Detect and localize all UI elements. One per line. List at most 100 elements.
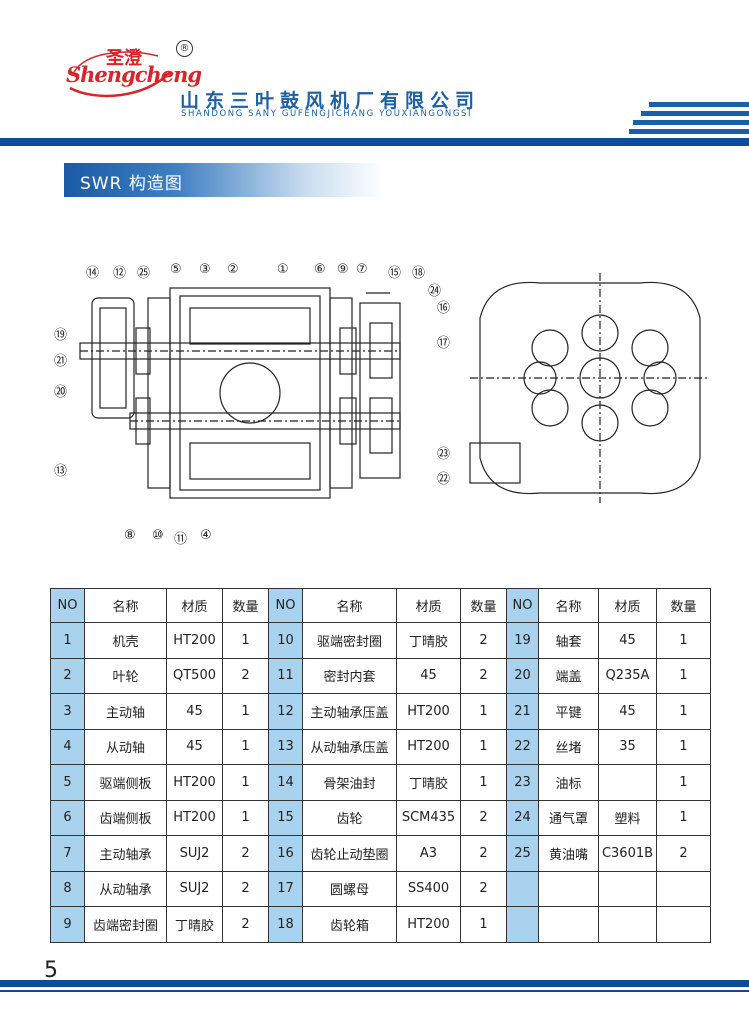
cell-name: 油标 — [538, 764, 599, 801]
cell-quantity: 2 — [222, 870, 269, 907]
cell-material: Q235A — [598, 657, 657, 694]
cell-material: HT200 — [166, 622, 223, 659]
header-material: 材质 — [166, 588, 223, 623]
cell-no: 13 — [268, 728, 303, 765]
cell-no: 4 — [50, 728, 85, 765]
cell-name: 密封内套 — [302, 657, 397, 694]
cell-name: 齿轮箱 — [302, 906, 397, 943]
cell-name: 丝堵 — [538, 728, 599, 765]
cell-quantity: 2 — [222, 906, 269, 943]
cell-no: 1 — [50, 622, 85, 659]
cell-no: 6 — [50, 799, 85, 836]
cell-no: 2 — [50, 657, 85, 694]
cell-material: 丁晴胶 — [396, 764, 461, 801]
section-title-bar — [64, 163, 384, 197]
header-material: 材质 — [396, 588, 461, 623]
cell-name: 骨架油封 — [302, 764, 397, 801]
cell-name: 驱端密封圈 — [302, 622, 397, 659]
header-quantity: 数量 — [460, 588, 507, 623]
cell-name: 端盖 — [538, 657, 599, 694]
cell-no: 25 — [506, 835, 539, 872]
company-logo: 圣澄 Shengcheng — [66, 42, 202, 104]
blower-structure-drawing — [79, 273, 710, 503]
table-header-row: NO 名称 材质 数量 NO 名称 材质 数量 NO 名称 材质 数量 — [50, 588, 711, 623]
cell-material: 45 — [396, 657, 461, 694]
cell-material: 45 — [598, 622, 657, 659]
cell-material: HT200 — [396, 906, 461, 943]
cell-quantity: 1 — [656, 693, 711, 730]
cell-material: SUJ2 — [166, 870, 223, 907]
cell-no: 3 — [50, 693, 85, 730]
cell-no: 15 — [268, 799, 303, 836]
cell-no: 7 — [50, 835, 85, 872]
cell-name: 机壳 — [84, 622, 167, 659]
cell-name: 齿轮止动垫圈 — [302, 835, 397, 872]
cell-no — [506, 870, 539, 907]
cell-no: 23 — [506, 764, 539, 801]
cell-no: 18 — [268, 906, 303, 943]
cell-name: 齿轮 — [302, 799, 397, 836]
logo-script-text: Shengcheng — [66, 62, 202, 87]
cell-quantity: 1 — [656, 657, 711, 694]
cell-quantity — [656, 870, 711, 907]
cell-material: 45 — [166, 693, 223, 730]
cell-name: 从动轴 — [84, 728, 167, 765]
cell-name: 主动轴 — [84, 693, 167, 730]
cell-name: 从动轴承压盖 — [302, 728, 397, 765]
cell-name — [538, 906, 599, 943]
registered-mark: ® — [176, 40, 193, 57]
cell-material: SUJ2 — [166, 835, 223, 872]
header-no: NO — [268, 588, 303, 623]
logo-swoosh-icon — [69, 51, 171, 98]
cell-quantity: 1 — [656, 728, 711, 765]
cell-quantity: 2 — [460, 622, 507, 659]
cell-no: 12 — [268, 693, 303, 730]
cell-no: 20 — [506, 657, 539, 694]
cell-material — [598, 764, 657, 801]
cell-quantity: 1 — [656, 799, 711, 836]
cell-quantity: 1 — [460, 728, 507, 765]
cell-no: 8 — [50, 870, 85, 907]
cell-material: HT200 — [166, 799, 223, 836]
cell-material: HT200 — [166, 764, 223, 801]
cell-material: 35 — [598, 728, 657, 765]
cell-name: 驱端侧板 — [84, 764, 167, 801]
cell-name: 齿端密封圈 — [84, 906, 167, 943]
cell-name: 从动轴承 — [84, 870, 167, 907]
cell-quantity: 2 — [222, 657, 269, 694]
cell-name: 平键 — [538, 693, 599, 730]
cell-material: 45 — [598, 693, 657, 730]
header-stripes-decoration — [629, 102, 749, 134]
cell-quantity: 2 — [460, 870, 507, 907]
cell-material — [598, 906, 657, 943]
company-name-english: SHANDONG SANY GUFENGJICHANG YOUXIANGONGS… — [181, 109, 473, 119]
cell-quantity: 1 — [656, 764, 711, 801]
cell-material: SS400 — [396, 870, 461, 907]
cell-no: 19 — [506, 622, 539, 659]
cell-no: 11 — [268, 657, 303, 694]
footer-band — [0, 980, 749, 987]
cell-name: 主动轴承压盖 — [302, 693, 397, 730]
cell-name: 主动轴承 — [84, 835, 167, 872]
cell-no: 16 — [268, 835, 303, 872]
cell-name: 黄油嘴 — [538, 835, 599, 872]
cell-no: 21 — [506, 693, 539, 730]
cell-material: 丁晴胶 — [396, 622, 461, 659]
cell-no: 17 — [268, 870, 303, 907]
cell-quantity: 1 — [222, 799, 269, 836]
header-name: 名称 — [302, 588, 397, 623]
cell-quantity: 1 — [222, 764, 269, 801]
cell-name: 圆螺母 — [302, 870, 397, 907]
header-name: 名称 — [84, 588, 167, 623]
cell-material: 塑料 — [598, 799, 657, 836]
cell-material: 45 — [166, 728, 223, 765]
